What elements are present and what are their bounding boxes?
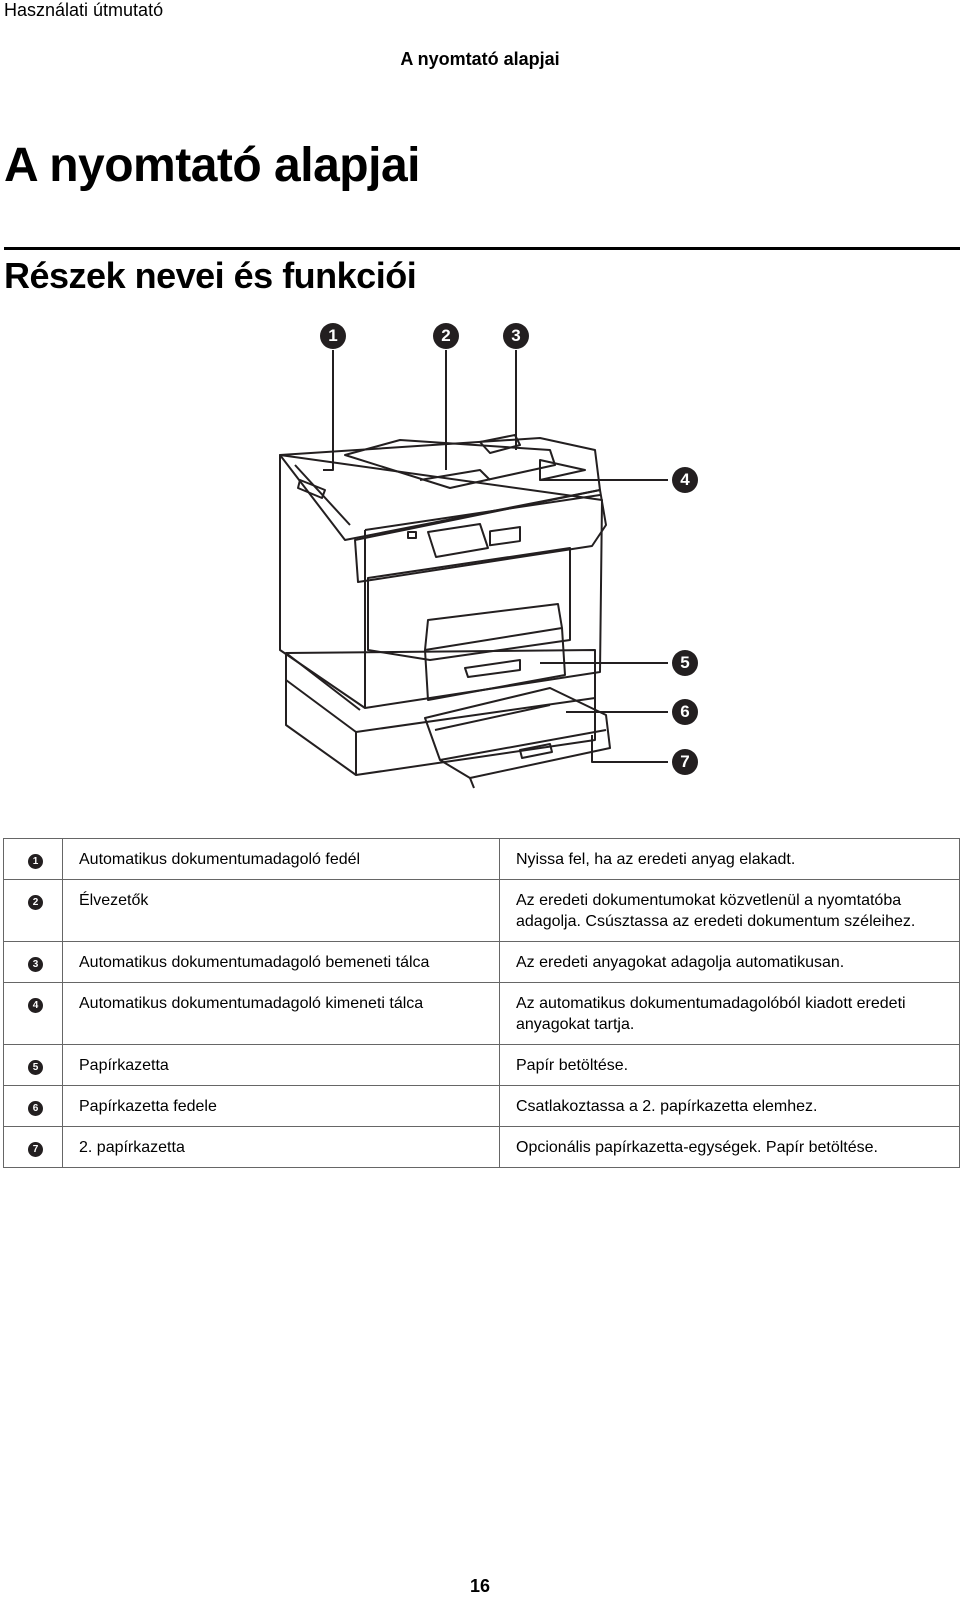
- section-header: A nyomtató alapjai: [400, 49, 560, 69]
- part-description: Az eredeti dokumentumokat közvetlenül a …: [499, 879, 960, 942]
- printer-illustration: [279, 350, 668, 789]
- adf-tray: [344, 439, 556, 489]
- row-number-badge: 7: [28, 1142, 43, 1157]
- parts-table: 1 Automatikus dokumentumadagoló fedél Ny…: [3, 838, 960, 1168]
- table-row: 7 2. papírkazetta Opcionális papírkazett…: [3, 1126, 960, 1168]
- leader-line-7: [591, 735, 668, 763]
- table-row: 6 Papírkazetta fedele Csatlakoztassa a 2…: [3, 1085, 960, 1127]
- part-name: Papírkazetta: [62, 1044, 500, 1086]
- printer-body: [279, 454, 603, 709]
- table-row: 3 Automatikus dokumentumadagoló bemeneti…: [3, 941, 960, 983]
- part-description: Opcionális papírkazetta-egységek. Papír …: [499, 1126, 960, 1168]
- callout-2: 2: [433, 323, 459, 349]
- page-number: 16: [469, 1576, 491, 1596]
- base-cabinet: [285, 649, 596, 776]
- printer-diagram: 1 2 3 4 5 6 7: [250, 320, 730, 810]
- leader-line-1: [323, 350, 334, 471]
- callout-1: 1: [320, 323, 346, 349]
- part-description: Az eredeti anyagokat adagolja automatiku…: [499, 941, 960, 983]
- part-description: Az automatikus dokumentumadagolóból kiad…: [499, 982, 960, 1045]
- row-number-badge: 3: [28, 957, 43, 972]
- control-panel: [354, 489, 607, 583]
- callout-7: 7: [672, 749, 698, 775]
- part-name: Automatikus dokumentumadagoló kimeneti t…: [62, 982, 500, 1045]
- part-description: Nyissa fel, ha az eredeti anyag elakadt.: [499, 838, 960, 880]
- row-number-badge: 5: [28, 1060, 43, 1075]
- row-number-badge: 6: [28, 1101, 43, 1116]
- part-name: Élvezetők: [62, 879, 500, 942]
- part-description: Papír betöltése.: [499, 1044, 960, 1086]
- callout-4: 4: [672, 467, 698, 493]
- table-row: 4 Automatikus dokumentumadagoló kimeneti…: [3, 982, 960, 1045]
- callout-3: 3: [503, 323, 529, 349]
- part-name: 2. papírkazetta: [62, 1126, 500, 1168]
- page-title: A nyomtató alapjai: [4, 139, 420, 192]
- paper-cassette-2: [424, 687, 611, 779]
- title-rule: [4, 247, 960, 250]
- row-number-badge: 1: [28, 854, 43, 869]
- table-row: 5 Papírkazetta Papír betöltése.: [3, 1044, 960, 1086]
- table-row: 2 Élvezetők Az eredeti dokumentumokat kö…: [3, 879, 960, 942]
- section-subtitle: Részek nevei és funkciói: [4, 255, 417, 296]
- adf-unit: [279, 437, 601, 541]
- callout-6: 6: [672, 699, 698, 725]
- part-description: Csatlakoztassa a 2. papírkazetta elemhez…: [499, 1085, 960, 1127]
- part-name: Automatikus dokumentumadagoló bemeneti t…: [62, 941, 500, 983]
- table-row: 1 Automatikus dokumentumadagoló fedél Ny…: [3, 838, 960, 880]
- callout-5: 5: [672, 650, 698, 676]
- manual-title: Használati útmutató: [4, 0, 164, 20]
- part-name: Papírkazetta fedele: [62, 1085, 500, 1127]
- part-name: Automatikus dokumentumadagoló fedél: [62, 838, 500, 880]
- row-number-badge: 2: [28, 895, 43, 910]
- row-number-badge: 4: [28, 998, 43, 1013]
